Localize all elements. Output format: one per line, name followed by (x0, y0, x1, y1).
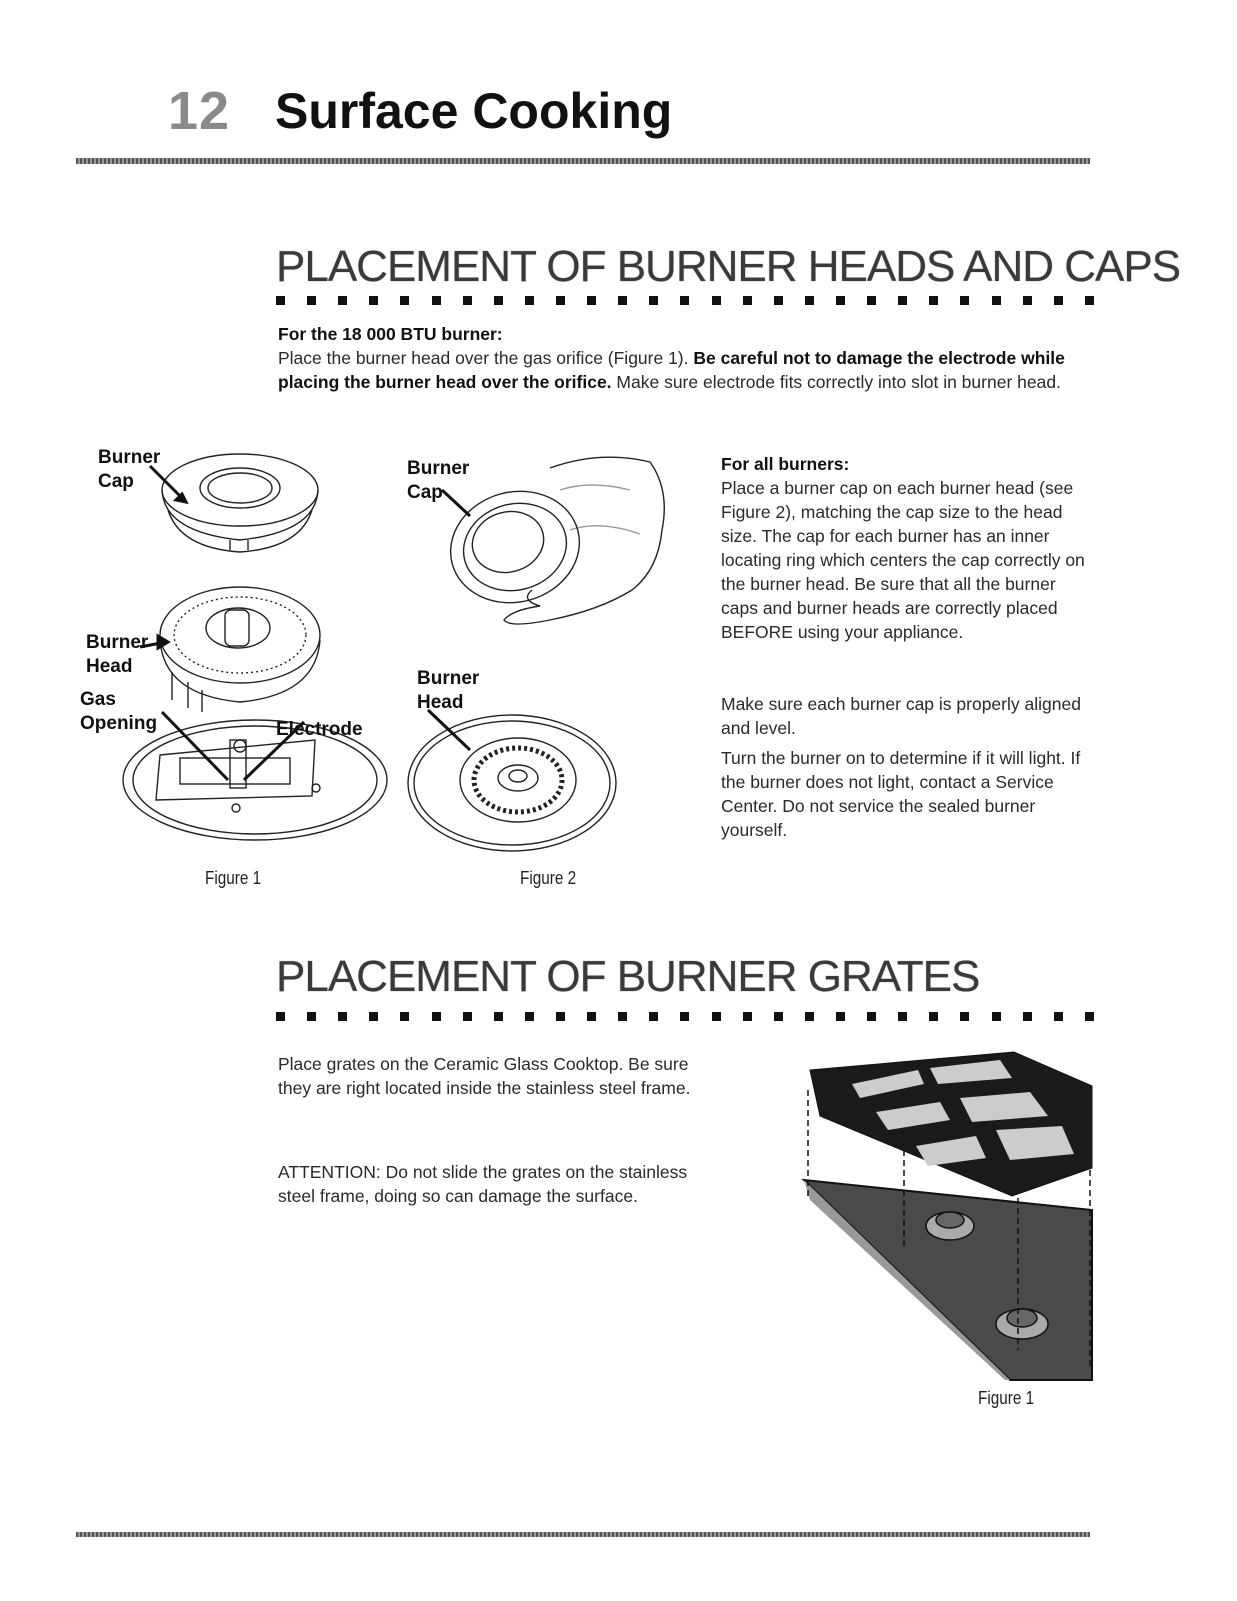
figure1-label-electrode: Electrode (276, 719, 363, 740)
page-number: 12 (168, 81, 231, 141)
intro-paragraph: Place the burner head over the gas orifi… (278, 346, 1068, 394)
intro-text-1: Place the burner head over the gas orifi… (278, 348, 694, 368)
figure1-burner-assembly-illustration (122, 453, 388, 841)
header-rule (76, 158, 1090, 164)
grates-paragraph-2: ATTENTION: Do not slide the grates on th… (278, 1162, 688, 1206)
all-burners-paragraph-2: Make sure each burner cap is properly al… (721, 694, 1081, 738)
subheading-all-burners: For all burners: (721, 454, 850, 474)
grates-figure-caption: Figure 1 (978, 1388, 1035, 1408)
grate-placement-illustration (801, 1051, 1093, 1381)
all-burners-paragraph-3: Turn the burner on to determine if it wi… (721, 748, 1081, 840)
footer-rule (76, 1532, 1090, 1537)
figure2-caption: Figure 2 (520, 868, 577, 888)
intro-text-2: Make sure electrode fits correctly into … (611, 372, 1061, 392)
subheading-18000-btu: For the 18 000 BTU burner: (278, 324, 503, 344)
dotted-divider (276, 1012, 1094, 1021)
page-title: Surface Cooking (275, 83, 673, 139)
figure2-hand-placing-cap-illustration (407, 456, 665, 852)
all-burners-paragraph-1: Place a burner cap on each burner head (… (721, 478, 1085, 642)
grates-paragraph-1: Place grates on the Ceramic Glass Cookto… (278, 1054, 691, 1098)
figure1-caption: Figure 1 (205, 868, 262, 888)
section-title-burner-heads: PLACEMENT OF BURNER HEADS AND CAPS (276, 242, 1181, 291)
dotted-divider (276, 296, 1094, 305)
intro-warning: Be careful not to damage the electrode w… (278, 348, 1065, 392)
section-title-burner-grates: PLACEMENT OF BURNER GRATES (276, 952, 980, 1001)
